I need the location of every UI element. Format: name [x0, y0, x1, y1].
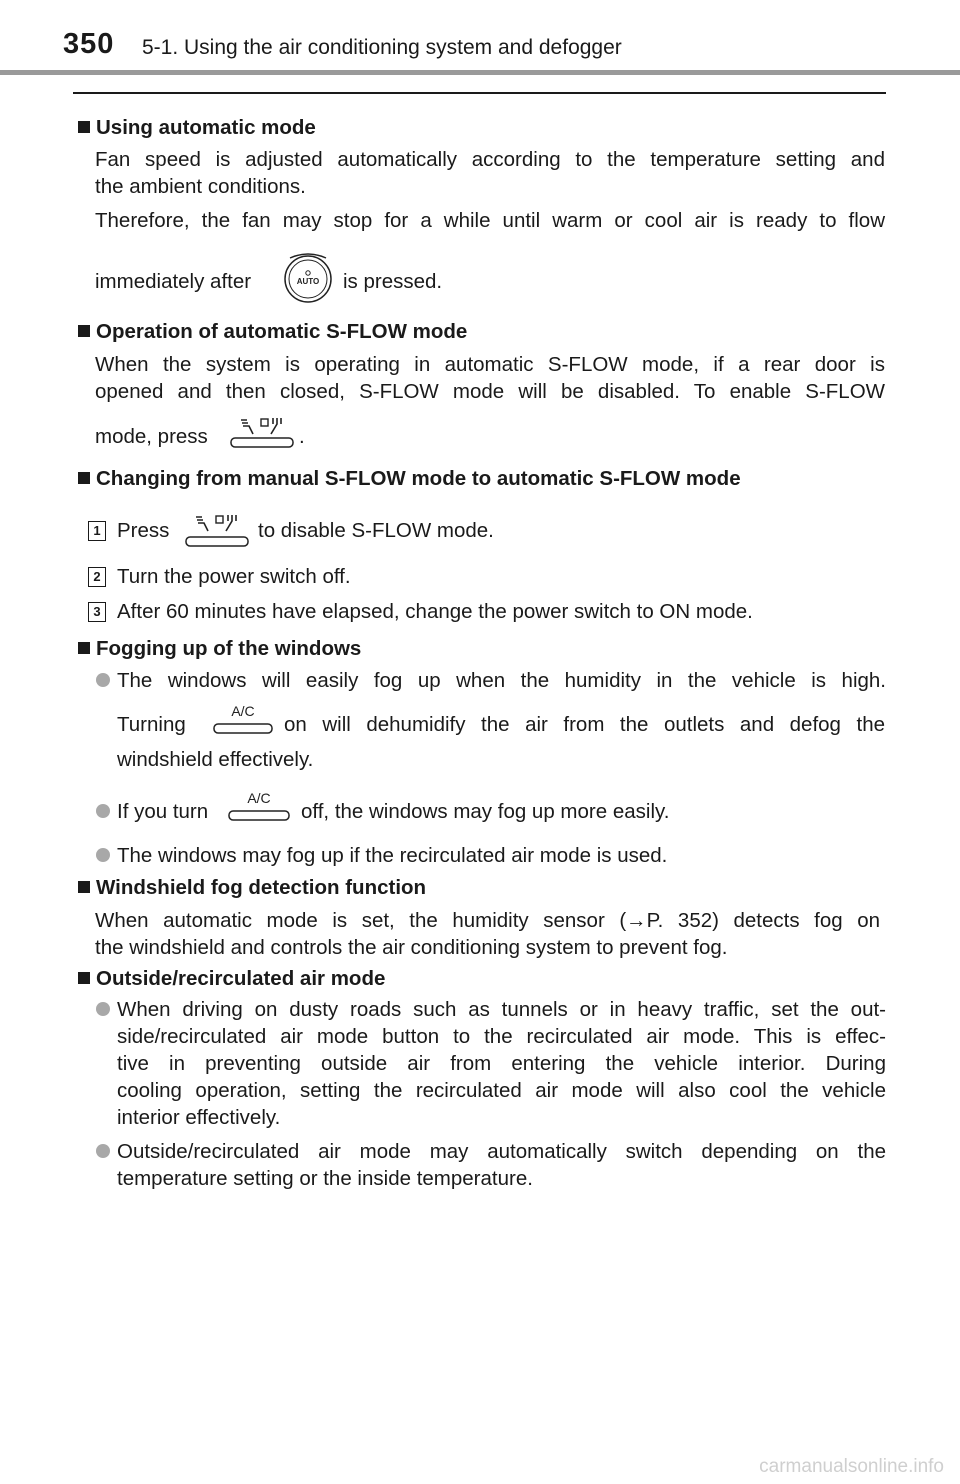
paragraph-line: immediately after: [95, 270, 252, 293]
paragraph-line: Turning: [117, 713, 186, 736]
step-text: After 60 minutes have elapsed, change th…: [117, 600, 753, 623]
paragraph-line: on will dehumidify the air from the outl…: [284, 713, 885, 736]
ac-button-icon: A/C: [213, 703, 273, 734]
square-bullet-icon: [78, 972, 90, 984]
s-flow-button-icon: [185, 515, 249, 547]
step-text: Turn the power switch off.: [117, 565, 351, 588]
bullet-item: When driving on dusty roads such as tunn…: [96, 996, 886, 1131]
paragraph-line: When the system is operating in automati…: [95, 353, 885, 376]
ac-button-icon: A/C: [228, 790, 290, 821]
step-text: to disable S-FLOW mode.: [258, 519, 494, 542]
step-number-box: 2: [88, 567, 106, 587]
step-text: Press: [117, 519, 170, 542]
round-bullet-icon: [96, 848, 110, 862]
auto-button-icon: AUTO: [284, 253, 332, 303]
step-number-box: 1: [88, 521, 106, 541]
paragraph-line: When automatic mode is set, the humidity…: [95, 909, 880, 932]
section-heading-recirc: Outside/recirculated air mode: [78, 967, 385, 991]
bullet-item: If you turn: [96, 798, 208, 825]
bullet-item: The windows will easily fog up when the …: [96, 667, 886, 694]
bullet-item: The windows may fog up if the recirculat…: [96, 842, 886, 869]
square-bullet-icon: [78, 642, 90, 654]
round-bullet-icon: [96, 1144, 110, 1158]
section-heading-sflow-change: Changing from manual S-FLOW mode to auto…: [78, 467, 741, 491]
paragraph-line: Fan speed is adjusted automatically acco…: [95, 148, 885, 171]
section-heading-auto-mode: Using automatic mode: [78, 116, 316, 140]
paragraph-line: mode, press: [95, 425, 208, 448]
square-bullet-icon: [78, 881, 90, 893]
section-heading-fogging: Fogging up of the windows: [78, 637, 361, 661]
section-heading-sflow-auto: Operation of automatic S-FLOW mode: [78, 320, 467, 344]
section-heading-fog-detect: Windshield fog detection function: [78, 876, 426, 900]
round-bullet-icon: [96, 804, 110, 818]
paragraph-line: Therefore, the fan may stop for a while …: [95, 209, 885, 232]
svg-text:A/C: A/C: [247, 790, 270, 806]
s-flow-button-icon: [230, 418, 294, 448]
header-divider: [0, 70, 960, 75]
paragraph-line: is pressed.: [343, 270, 443, 293]
square-bullet-icon: [78, 121, 90, 133]
svg-text:AUTO: AUTO: [297, 277, 320, 286]
page-header: 350 5-1. Using the air conditioning syst…: [0, 0, 960, 76]
paragraph-line: .: [299, 425, 305, 448]
round-bullet-icon: [96, 1002, 110, 1016]
paragraph-line: the ambient conditions.: [95, 175, 306, 198]
paragraph-line: opened and then closed, S-FLOW mode will…: [95, 380, 885, 403]
svg-text:A/C: A/C: [231, 703, 254, 719]
paragraph-line: off, the windows may fog up more easily.: [301, 800, 670, 823]
step-number-box: 3: [88, 602, 106, 622]
square-bullet-icon: [78, 325, 90, 337]
chapter-title: 5-1. Using the air conditioning system a…: [142, 36, 622, 59]
round-bullet-icon: [96, 673, 110, 687]
square-bullet-icon: [78, 472, 90, 484]
bullet-item: Outside/recirculated air mode may automa…: [96, 1138, 886, 1192]
page-number: 350: [63, 28, 115, 60]
paragraph-line: the windshield and controls the air cond…: [95, 936, 728, 959]
content-divider: [73, 92, 886, 94]
paragraph-line: windshield effectively.: [117, 748, 314, 771]
watermark: carmanualsonline.info: [759, 1456, 944, 1477]
